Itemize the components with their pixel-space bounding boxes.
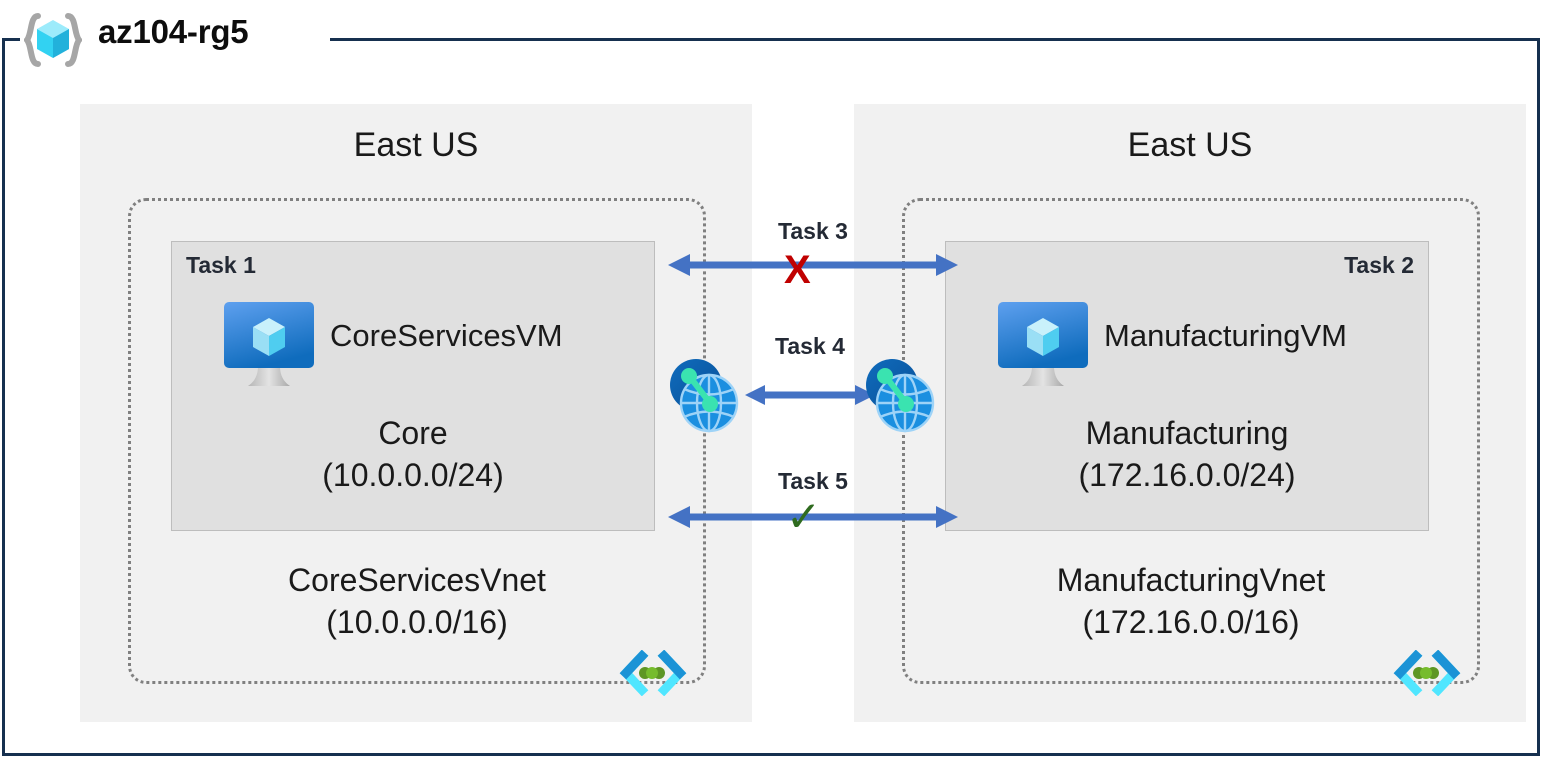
subnet-name-manufacturing: Manufacturing (172.16.0.0/24) xyxy=(946,412,1428,496)
vnet-name-manufacturing: ManufacturingVnet xyxy=(1056,562,1326,598)
virtual-machine-icon xyxy=(996,300,1090,396)
vm-row-core: CoreServicesVM xyxy=(172,300,654,396)
region-label-left: East US xyxy=(353,126,479,164)
task-label-1: Task 1 xyxy=(186,252,256,278)
subnet-cidr-core-text: (10.0.0.0/24) xyxy=(322,457,504,494)
subnet-box-manufacturing: Task 2 xyxy=(945,241,1429,531)
subnet-name-core: Core (10.0.0.0/24) xyxy=(172,412,654,496)
vnet-cidr-manufacturing: (172.16.0.0/16) xyxy=(1082,604,1300,641)
azure-resource-group-icon xyxy=(23,12,83,68)
subnet-name-manufacturing-text: Manufacturing xyxy=(1085,415,1289,451)
subnet-box-core: Task 1 xyxy=(171,241,655,531)
connector-label-task-5: Task 5 xyxy=(778,468,848,494)
resource-group-name: az104-rg5 xyxy=(98,13,249,50)
virtual-machine-icon xyxy=(222,300,316,396)
connector-arrow-task-4 xyxy=(745,380,875,410)
resource-group-frame xyxy=(2,38,1540,756)
subnet-name-core-text: Core xyxy=(378,415,448,451)
task-label-2: Task 2 xyxy=(1344,252,1414,278)
connector-label-task-3: Task 3 xyxy=(778,218,848,244)
connector-arrow-task-3 xyxy=(668,250,958,280)
connector-marker-x-icon: X xyxy=(784,248,811,292)
vnet-cidr-coreservices: (10.0.0.0/16) xyxy=(326,604,508,641)
vnet-peering-icon xyxy=(860,355,942,437)
vnet-box-manufacturing: Task 2 xyxy=(902,198,1480,684)
connector-marker-check-icon: ✓ xyxy=(786,493,822,540)
connector-label-task-4: Task 4 xyxy=(775,333,845,359)
subnet-cidr-manufacturing-text: (172.16.0.0/24) xyxy=(1078,457,1296,494)
vnet-peering-icon xyxy=(664,355,746,437)
vnet-name-coreservices: CoreServicesVnet xyxy=(288,562,546,598)
region-panel-right: East US Task 2 xyxy=(854,104,1526,722)
vm-name-coreservices: CoreServicesVM xyxy=(330,318,563,353)
connector-arrow-task-5 xyxy=(668,502,958,532)
vnet-box-coreservices: Task 1 xyxy=(128,198,706,684)
vm-name-manufacturing: ManufacturingVM xyxy=(1104,318,1347,353)
region-label-right: East US xyxy=(1127,126,1253,164)
vnet-label-manufacturing: ManufacturingVnet (172.16.0.0/16) xyxy=(905,559,1477,643)
resource-group-title-mask xyxy=(20,20,330,60)
vnet-label-coreservices: CoreServicesVnet (10.0.0.0/16) xyxy=(131,559,703,643)
subnet-icon xyxy=(618,649,688,697)
region-panel-left: East US Task 1 xyxy=(80,104,752,722)
vm-row-manufacturing: ManufacturingVM xyxy=(946,300,1428,396)
subnet-icon xyxy=(1392,649,1462,697)
